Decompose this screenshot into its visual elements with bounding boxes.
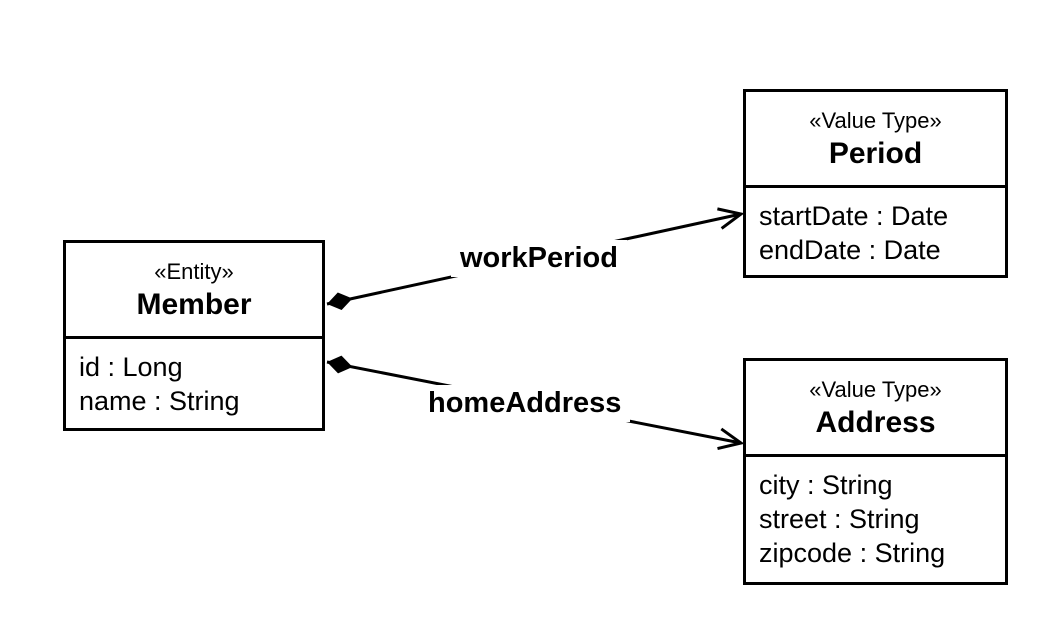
class-name: Address xyxy=(815,405,936,439)
class-header: «Entity» Member xyxy=(66,243,322,336)
class-header: «Value Type» Period xyxy=(746,92,1005,185)
attributes-compartment: startDate : Date endDate : Date xyxy=(746,185,1005,275)
attribute-row: city : String xyxy=(759,470,893,500)
uml-class-period: «Value Type» Period startDate : Date end… xyxy=(743,89,1008,278)
attribute-row: street : String xyxy=(759,504,920,534)
class-name: Period xyxy=(828,136,923,170)
relationship-label-homeaddress: homeAddress xyxy=(419,385,631,422)
attribute-row: endDate : Date xyxy=(759,235,941,265)
attributes-compartment: id : Long name : String xyxy=(66,336,322,428)
class-name: Member xyxy=(136,287,252,321)
uml-class-address: «Value Type» Address city : String stree… xyxy=(743,358,1008,585)
attribute-row: zipcode : String xyxy=(759,538,946,568)
attribute-row: startDate : Date xyxy=(759,201,949,231)
stereotype-label: «Entity» xyxy=(154,258,234,284)
attribute-row: id : Long xyxy=(79,352,183,382)
stereotype-label: «Value Type» xyxy=(809,376,942,402)
relationship-label-workperiod: workPeriod xyxy=(451,240,627,277)
stereotype-label: «Value Type» xyxy=(809,107,942,133)
uml-class-member: «Entity» Member id : Long name : String xyxy=(63,240,325,431)
class-header: «Value Type» Address xyxy=(746,361,1005,454)
attributes-compartment: city : String street : String zipcode : … xyxy=(746,454,1005,582)
attribute-row: name : String xyxy=(79,386,240,416)
